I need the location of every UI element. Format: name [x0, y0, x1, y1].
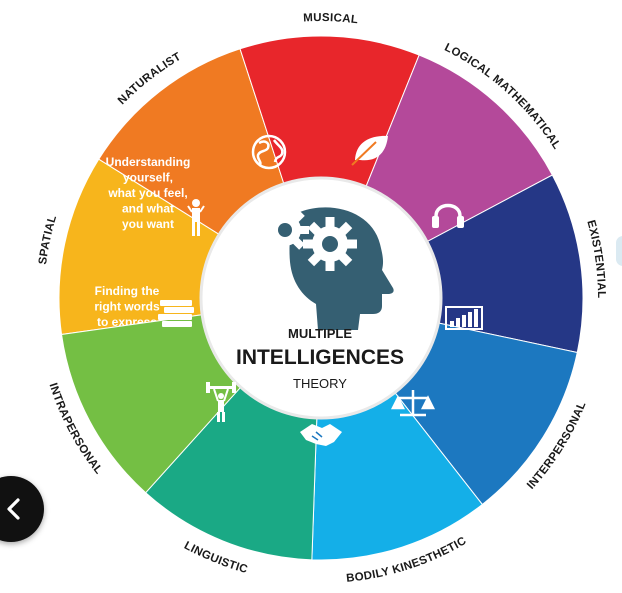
outer-label-text: EXISTENTIAL — [584, 219, 606, 299]
segment-text-intrapersonal: Understanding yourself,what you feel, and … — [106, 155, 191, 231]
headphones-icon — [432, 203, 464, 228]
person-icon — [187, 199, 205, 236]
outer-label-text: SPATIAL — [37, 214, 59, 265]
segment-text-line: you want — [122, 217, 174, 231]
scales-icon — [390, 390, 436, 417]
segment-text-line: Understanding — [106, 155, 191, 169]
outer-label-musical: MUSICAL — [303, 12, 359, 26]
segment-text-line: yourself, — [123, 171, 173, 185]
segment-text-line: and what — [122, 202, 174, 216]
outer-label-existential: EXISTENTIAL — [584, 219, 607, 299]
center-hub-ring — [199, 176, 443, 420]
books-icon — [158, 300, 194, 327]
segment-text-line: what you feel, — [107, 186, 187, 200]
handshake-icon — [300, 424, 342, 446]
weightlifter-icon — [206, 382, 236, 422]
segments-layer: Visualizingthe worldin 3DUnderstandingli… — [58, 35, 584, 561]
edge-indicator — [616, 236, 622, 266]
title-line-1: MULTIPLE — [288, 326, 352, 341]
leaf-icon — [351, 135, 388, 166]
chevron-left-icon — [7, 498, 20, 520]
outer-label-spatial: SPATIAL — [37, 214, 59, 265]
head-gears-icon — [261, 206, 394, 330]
segment-text-line: Finding the — [95, 284, 160, 298]
globe-icon — [251, 134, 287, 170]
segment-text-line: right words — [94, 299, 160, 313]
title-line-2: INTELLIGENCES — [236, 346, 404, 369]
title-line-3: THEORY — [293, 376, 347, 391]
bar-chart-icon — [445, 306, 483, 330]
outer-label-text: MUSICAL — [303, 12, 359, 26]
